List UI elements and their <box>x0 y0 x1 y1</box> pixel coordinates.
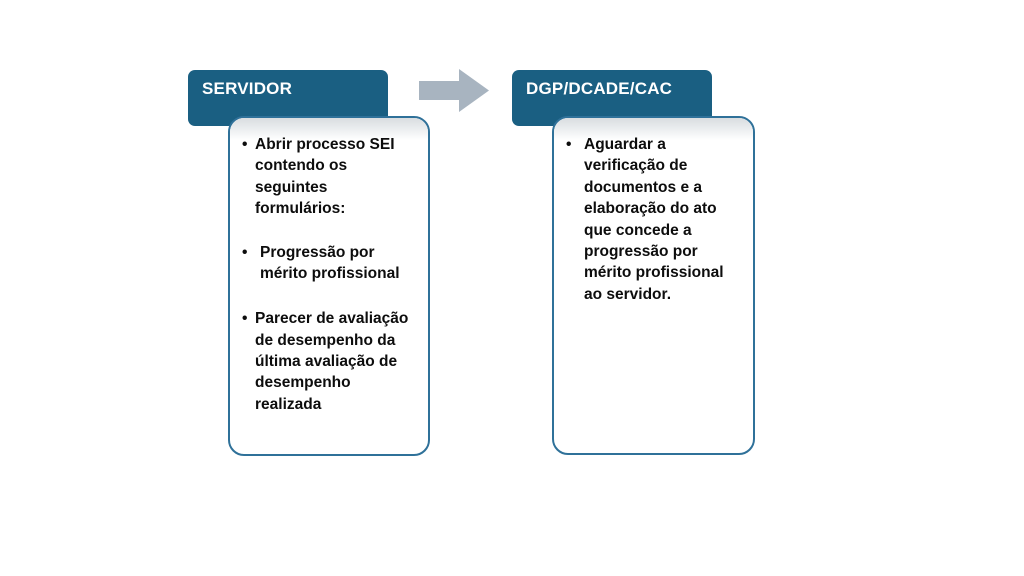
bullet-dot-icon: • <box>242 243 248 261</box>
step-2-body[interactable]: • Aguardar a verificação de documentos e… <box>552 116 755 455</box>
bullet-dot-icon: • <box>242 310 248 328</box>
step-2-header-label: DGP/DCADE/CAC <box>526 79 673 98</box>
bullet-text: Parecer de avaliação de desempenho da úl… <box>255 310 409 413</box>
step-2-bullet-list: • Aguardar a verificação de documentos e… <box>554 118 753 315</box>
step-1-body[interactable]: • Abrir processo SEI contendo os seguint… <box>228 116 430 456</box>
list-item: • Parecer de avaliação de desempenho da … <box>242 308 420 415</box>
bullet-text: Abrir processo SEI contendo os seguintes… <box>255 136 395 218</box>
step-1-header-label: SERVIDOR <box>202 79 293 98</box>
bullet-text: Progressão por mérito profissional <box>260 243 400 282</box>
list-item: • Abrir processo SEI contendo os seguint… <box>242 134 420 220</box>
list-item: • Progressão por mérito profissional <box>242 242 420 285</box>
right-arrow-icon <box>419 69 489 112</box>
step-1-bullet-list: • Abrir processo SEI contendo os seguint… <box>230 118 428 425</box>
bullet-text: Aguardar a verificação de documentos e a… <box>584 136 724 303</box>
bullet-dot-icon: • <box>566 136 572 153</box>
list-item: • Aguardar a verificação de documentos e… <box>566 134 745 305</box>
bullet-dot-icon: • <box>242 136 248 153</box>
